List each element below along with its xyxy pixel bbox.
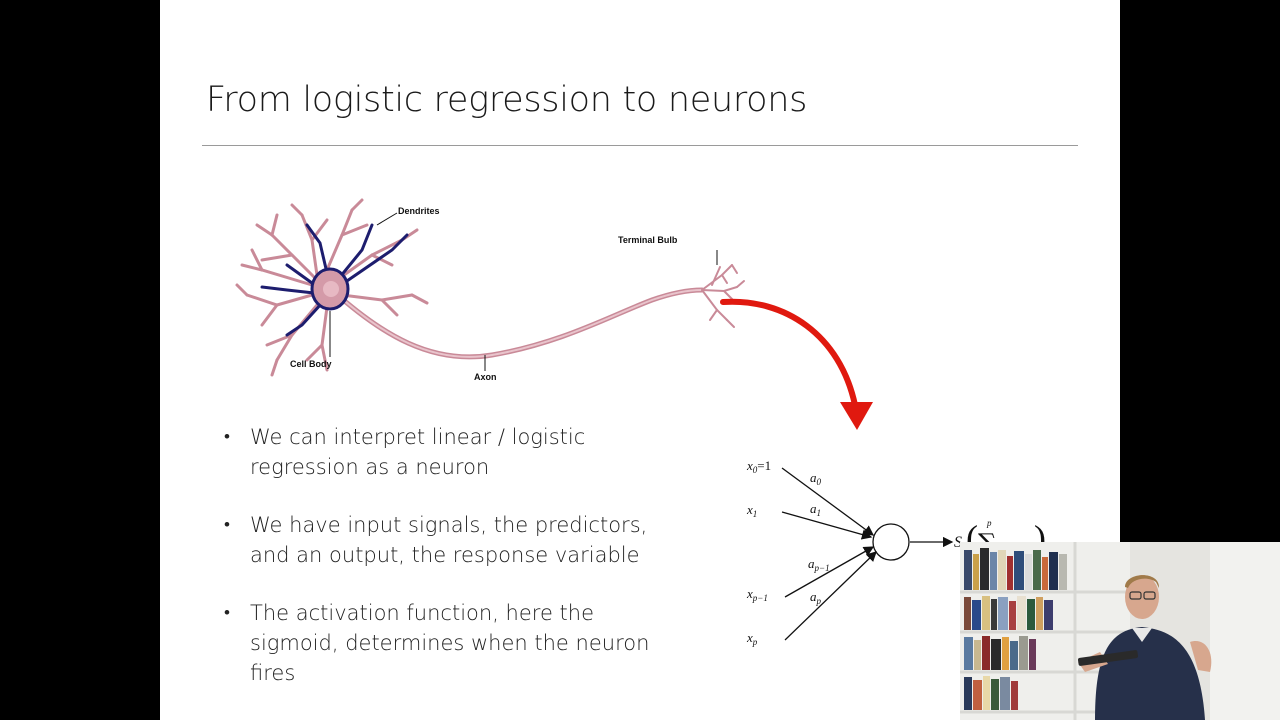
input-xp: xp: [746, 630, 758, 647]
neuron-diagram: Dendrites Terminal Bulb Cell Body Axon: [235, 198, 745, 382]
webcam-video: [960, 542, 1280, 720]
presenter-video-frame: [960, 542, 1280, 720]
bullet-list: We can interpret linear / logistic regre…: [224, 422, 664, 716]
input-xp-1: xp−1: [746, 586, 768, 603]
slide: From logistic regression to neurons: [160, 0, 1120, 720]
weight-ap-1: ap−1: [808, 556, 830, 573]
input-x0: x0=1: [746, 458, 771, 475]
bullet-item: We have input signals, the predictors, a…: [224, 510, 664, 570]
label-axon: Axon: [474, 372, 497, 382]
weight-ap: ap: [810, 589, 822, 606]
bullet-item: The activation function, here the sigmoi…: [224, 598, 664, 688]
output-symbol: S: [954, 534, 962, 551]
label-cell-body: Cell Body: [290, 359, 332, 369]
red-arrow-icon: [720, 298, 873, 430]
bullet-item: We can interpret linear / logistic regre…: [224, 422, 664, 482]
sum-upper-limit: p: [986, 518, 992, 528]
weight-a0: a0: [810, 470, 822, 487]
weight-a1: a1: [810, 501, 821, 518]
input-x1: x1: [746, 502, 757, 519]
title-divider: [202, 145, 1078, 146]
label-dendrites: Dendrites: [398, 206, 440, 216]
label-terminal-bulb: Terminal Bulb: [618, 235, 678, 245]
slide-title: From logistic regression to neurons: [206, 80, 808, 120]
